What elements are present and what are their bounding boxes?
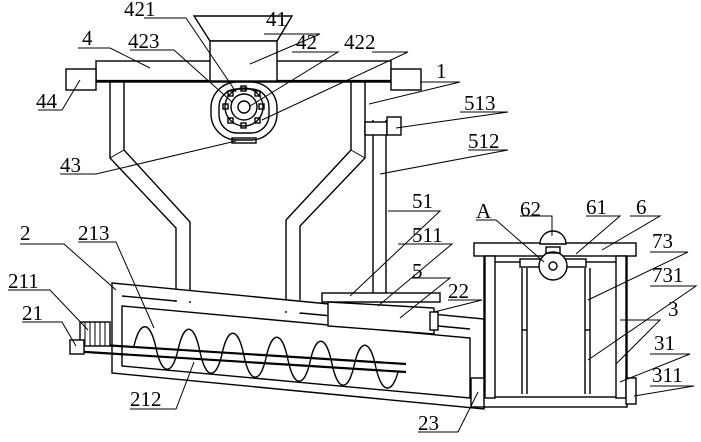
label-512: 512: [468, 129, 500, 153]
label-4: 4: [82, 26, 93, 50]
label-73: 73: [652, 229, 673, 253]
label-21: 21: [22, 301, 43, 325]
main-funnel: [109, 82, 366, 300]
label-51: 51: [412, 189, 433, 213]
reference-labels: 421 41 4 423 42 422 1 44 513 512 43 51 2…: [8, 0, 684, 435]
label-511: 511: [412, 223, 443, 247]
leader-lines: [8, 17, 698, 433]
label-41: 41: [266, 7, 287, 31]
label-23: 23: [418, 411, 439, 435]
label-31: 31: [654, 331, 675, 355]
label-44: 44: [36, 89, 58, 113]
collection-box: [473, 230, 637, 408]
label-42: 42: [296, 30, 317, 54]
left-lug: [65, 68, 97, 91]
label-22: 22: [448, 279, 469, 303]
label-5: 5: [412, 259, 423, 283]
label-3: 3: [668, 297, 679, 321]
right-lug: [390, 68, 422, 91]
label-A: A: [476, 199, 492, 223]
motor: [69, 321, 111, 355]
label-211: 211: [8, 269, 39, 293]
label-422: 422: [344, 30, 376, 54]
right-post: [364, 116, 402, 297]
label-212: 212: [130, 387, 162, 411]
label-213: 213: [78, 221, 110, 245]
label-1: 1: [436, 59, 447, 83]
inlet-module: [321, 292, 441, 335]
crusher-unit: [210, 81, 278, 144]
feed-hopper: [192, 15, 294, 82]
label-61: 61: [586, 195, 607, 219]
label-513: 513: [464, 91, 496, 115]
label-421: 421: [124, 0, 156, 21]
screw-flight: [133, 326, 399, 389]
label-423: 423: [128, 29, 160, 53]
label-62: 62: [520, 197, 541, 221]
label-311: 311: [652, 363, 683, 387]
label-731: 731: [652, 263, 684, 287]
label-43: 43: [60, 153, 81, 177]
label-6: 6: [636, 195, 647, 219]
label-2: 2: [20, 221, 31, 245]
